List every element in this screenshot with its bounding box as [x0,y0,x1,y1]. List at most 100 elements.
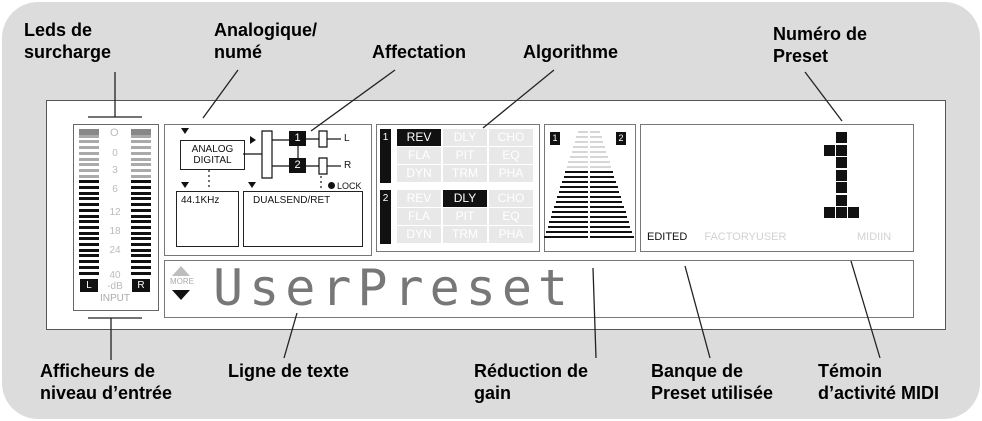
meter-scale-label: 40 [109,270,121,281]
meter-segment [79,203,99,207]
sample-rate-box: 44.1KHz [176,191,239,247]
meter-segment [79,157,99,161]
gain-reduction-segment [590,211,626,213]
meter-segment [79,197,99,201]
algorithm-cell: TRM [443,165,487,182]
meter-segment [131,260,151,264]
algorithm-cell: EQ [489,208,533,225]
algorithm-cell: CHO [489,129,533,146]
algorithm-cell: DYN [397,165,441,182]
input-meter-right [131,129,151,279]
meter-segment [131,203,151,207]
meter-segment [79,231,99,235]
more-up-arrow-icon [172,266,190,276]
gain-reduction-segment [590,206,624,208]
analog-label: ANALOG [191,144,234,155]
algorithm-cell: DLY [443,190,487,207]
meter-segment [79,191,99,195]
more-down-arrow-icon [172,290,190,300]
meter-segment [79,180,99,184]
meter-segment [131,180,151,184]
gain-reduction-segment [563,176,588,178]
callout-algorithm: Algorithme [523,42,619,62]
more-label: MORE [170,277,194,286]
meter-segment [79,254,99,258]
meter-segment [131,214,151,218]
gain-reduction-ch1-label: 1 [550,132,560,145]
meter-segment [79,225,99,229]
algorithm-cell: PHA [489,226,533,243]
algorithm-cell: FLA [397,208,441,225]
meter-right-label: R [132,279,150,292]
algorithm-cell: DYN [397,226,441,243]
callout-midi-activity: Témoin d’activité MIDI [818,361,940,403]
callout-gain-reduction: Réduction de gain [474,361,589,403]
overload-indicator: O [110,127,119,139]
routing-mode-box: DUALSEND/RET [243,191,363,247]
gain-reduction-segment [570,156,588,158]
preset-digit-block [836,182,847,193]
meter-segment [79,220,99,224]
bank-user: USER [755,231,787,243]
meter-segment [79,260,99,264]
preset-digit-block [824,144,835,156]
meter-segment [79,168,99,172]
gain-reduction-segment [590,166,612,168]
gain-reduction-segment [590,216,628,218]
gain-reduction-segment [546,231,588,233]
gain-reduction-segment [560,186,588,188]
routing-block-2: 2 [289,158,306,173]
meter-segment [131,174,151,178]
output-left-label: L [344,133,350,144]
meter-segment [131,225,151,229]
gain-reduction-segment [590,226,631,228]
meter-scale-label: 0 [112,148,118,159]
gain-reduction-segment [557,196,588,198]
gain-reduction-segment [555,201,588,203]
meter-segment [131,248,151,252]
meter-segment [79,265,99,269]
meter-segment [79,186,99,189]
bank-edited: EDITED [647,231,688,243]
meter-segment [79,134,99,138]
meter-segment [79,163,99,167]
meter-scale-label: 24 [109,245,121,256]
gain-reduction-segment [590,161,610,163]
midi-in-indicator: MIDIIN [857,231,892,243]
meter-segment [131,237,151,241]
meter-input-label: INPUT [100,293,130,304]
preset-digit-block [836,194,847,206]
meter-segment [131,151,151,155]
routing-mode-value: DUALSEND/RET [253,195,331,206]
meter-segment [79,151,99,155]
meter-segment [79,248,99,252]
callout-preset-number: Numéro de Preset [773,24,868,66]
algorithm-cell: PIT [443,208,487,225]
callout-routing: Affectation [372,42,466,62]
algorithm-cell: REV [397,190,441,207]
preset-bank-indicator: EDITED FACTORYUSER [647,231,786,243]
bank-factory: FACTORY [704,231,756,243]
gain-reduction-segment [558,191,588,193]
text-line-panel [164,260,914,318]
output-right-label: R [344,160,352,171]
callout-input-meters: Afficheurs de niveau d’entrée [40,361,173,403]
preset-digit-block [836,157,847,168]
gain-reduction-segment [547,226,588,228]
meter-segment [131,146,151,150]
gain-reduction-segment [590,186,618,188]
input-meter-left [79,129,99,279]
algorithm-bank1-bar: 1 [380,129,391,183]
meter-segment [131,186,151,189]
lock-icon [328,182,335,189]
gain-reduction-segment [590,136,602,138]
meter-scale-label: 12 [109,207,121,218]
gain-reduction-segment [565,171,588,173]
algorithm-cell: EQ [489,147,533,164]
gain-reduction-segment [590,151,607,153]
gain-reduction-segment [590,181,616,183]
digital-label: DIGITAL [193,155,232,166]
gain-reduction-segment [590,196,621,198]
gain-reduction-segment [549,221,588,223]
gain-reduction-segment [573,146,588,148]
